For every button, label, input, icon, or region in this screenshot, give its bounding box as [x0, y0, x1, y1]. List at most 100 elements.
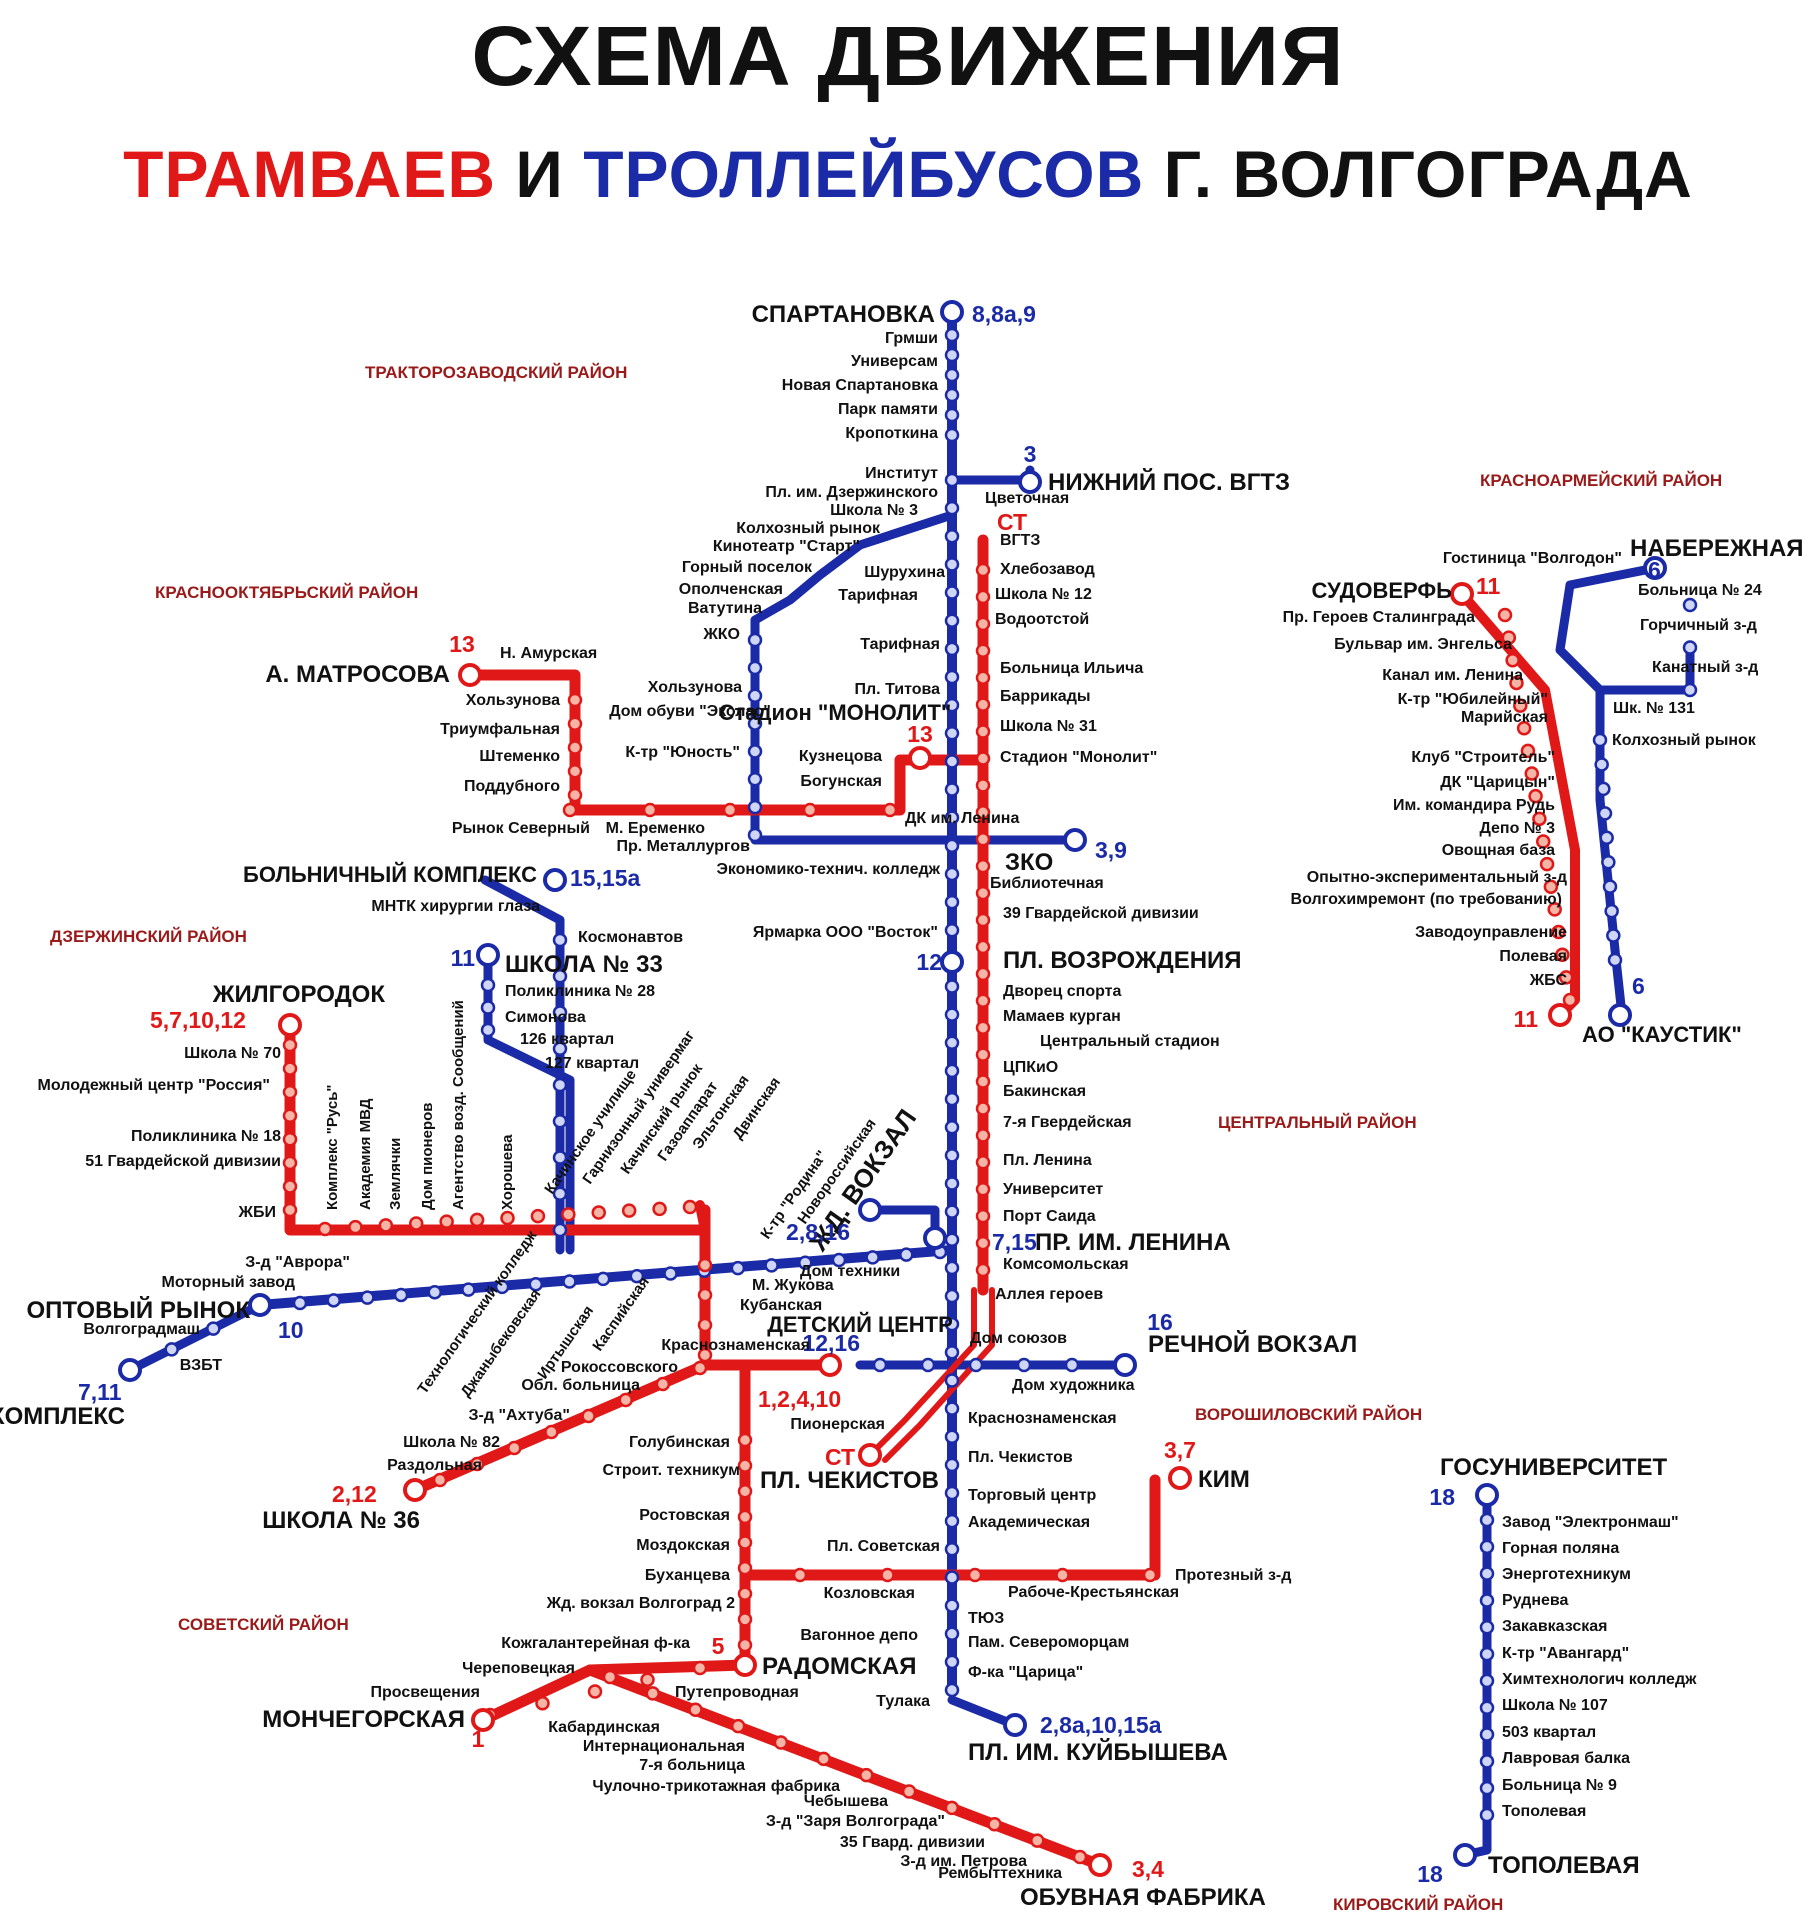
- trolley-stop: [1596, 781, 1611, 797]
- stop-label: Опытно-экспериментальный з-д: [1307, 869, 1567, 886]
- trolley-stop: [747, 799, 763, 815]
- stop-label: Цветочная: [985, 490, 1069, 507]
- tram-stop: [975, 993, 991, 1009]
- stop-label: Депо № 3: [1479, 820, 1555, 837]
- stop-label: Школа № 3: [830, 502, 918, 519]
- tram-stop: [642, 802, 658, 818]
- route-number: 5,7,10,12: [150, 1007, 246, 1033]
- tram-stop: [1539, 856, 1555, 872]
- terminal-marker: [118, 1358, 142, 1382]
- stop-label: Поликлиника № 28: [505, 983, 655, 1000]
- terminal-marker: [858, 1198, 882, 1222]
- tram-stop: [1520, 743, 1536, 759]
- trolley-stop: [944, 347, 960, 363]
- tram-stop: [901, 1784, 917, 1799]
- trolley-stop: [562, 1274, 577, 1289]
- terminal-label: МОНЧЕГОРСКАЯ: [262, 1706, 465, 1733]
- route-number: 10: [278, 1317, 304, 1343]
- route-number: СТ: [825, 1444, 855, 1470]
- stop-label: Дом союзов: [970, 1330, 1067, 1347]
- trolley-stop: [1479, 1673, 1495, 1689]
- trolley-stop: [1479, 1807, 1495, 1823]
- trolley-stop: [1607, 952, 1623, 968]
- tram-stop: [652, 1201, 667, 1217]
- tram-stop: [530, 1208, 546, 1224]
- route-number: 18: [1429, 1484, 1455, 1510]
- terminal-label: РЫБОКОМПЛЕКС: [0, 1403, 125, 1430]
- trolley-stop: [944, 1542, 960, 1557]
- trolley-stop: [427, 1285, 442, 1300]
- trolley-stop: [552, 1077, 568, 1093]
- stop-label: Триумфальная: [440, 721, 560, 738]
- tram-stop: [975, 1262, 991, 1278]
- stop-label: 7-я Гвердейская: [1003, 1114, 1132, 1131]
- terminal-label: РЕЧНОЙ ВОКЗАЛ: [1148, 1330, 1357, 1358]
- trolley-stop: [552, 1005, 568, 1020]
- district-label: ТРАКТОРОЗАВОДСКИЙ РАЙОН: [365, 363, 627, 382]
- stop-label: ДК "Царицын": [1440, 774, 1555, 791]
- trolley-stop: [944, 1401, 960, 1416]
- trolley-stop: [944, 1345, 960, 1360]
- trolley-stop: [944, 529, 960, 544]
- trolley-stop: [494, 1279, 510, 1295]
- terminal-marker: [923, 1226, 947, 1250]
- route-number: 2,12: [332, 1481, 377, 1507]
- stop-label: Голубинская: [629, 1434, 730, 1451]
- stop-label: Бакинская: [1003, 1083, 1086, 1100]
- trolley-stop: [1479, 1646, 1495, 1662]
- tram-stop: [1532, 811, 1547, 827]
- terminal-label: А. МАТРОСОВА: [265, 661, 450, 688]
- terminal-label: ПЛ. ВОЗРОЖДЕНИЯ: [1003, 947, 1242, 974]
- district-label: КИРОВСКИЙ РАЙОН: [1333, 1895, 1503, 1914]
- stop-label: Штеменко: [479, 748, 560, 765]
- trolley-stop: [944, 1204, 960, 1219]
- stop-label: Рынок Северный: [452, 820, 590, 837]
- stop-label: Козловская: [824, 1585, 915, 1602]
- stop-label: Молодежный центр "Россия": [38, 1077, 270, 1094]
- terminal-label: Стадион "МОНОЛИТ": [719, 700, 952, 725]
- stop-label: К-тр "Юбилейный": [1398, 691, 1548, 708]
- stop-label: Поликлиника № 18: [131, 1128, 281, 1145]
- terminal-label: ЖИЛГОРОДОК: [212, 981, 386, 1008]
- tram-stop: [1142, 1567, 1158, 1583]
- stop-label: Пл. Ленина: [1003, 1152, 1092, 1169]
- terminal-marker: [858, 1443, 882, 1467]
- trolley-stop: [944, 472, 960, 488]
- tram-stop: [567, 692, 583, 708]
- tram-stop: [1551, 924, 1566, 940]
- terminal-label: ТОПОЛЕВАЯ: [1488, 1852, 1640, 1879]
- terminal-label: ОБУВНАЯ ФАБРИКА: [1020, 1884, 1266, 1911]
- tram-stop: [1072, 1849, 1088, 1865]
- stop-label: Завод "Электронмаш": [1502, 1514, 1679, 1531]
- stop-label: Ярмарка ООО "Восток": [753, 924, 938, 941]
- tram-stop: [987, 1817, 1002, 1832]
- stop-label: Горный поселок: [682, 559, 813, 576]
- trolley-stop: [944, 697, 960, 713]
- route-number: 11: [1476, 573, 1501, 599]
- tram-stop: [773, 1735, 789, 1750]
- stop-label: Овощная база: [1442, 842, 1555, 859]
- route-number: 12: [916, 949, 942, 975]
- route-number: 6: [1632, 973, 1645, 999]
- stop-label: 51 Гвардейской дивизии: [85, 1153, 281, 1170]
- trolley-stop: [944, 1682, 960, 1698]
- trolley-stop: [1682, 682, 1698, 698]
- terminal-marker: [278, 1013, 302, 1037]
- terminal-marker: [458, 663, 482, 687]
- tram-stop: [544, 1424, 559, 1440]
- trolley-stop: [747, 632, 763, 648]
- route-number: 8,8а,9: [972, 301, 1036, 327]
- stop-label: Пл. Советская: [827, 1538, 940, 1555]
- tram-stop: [975, 1181, 991, 1197]
- tram-stop: [1516, 720, 1532, 736]
- stop-label: Космонавтов: [578, 929, 683, 946]
- tram-stop: [1509, 675, 1524, 691]
- stop-label: Жд. вокзал Волгоград 2: [546, 1595, 735, 1612]
- stop-label: Симонова: [505, 1009, 586, 1026]
- stop-label: Лавровая балка: [1502, 1750, 1630, 1767]
- stop-label: ЖКО: [702, 626, 740, 643]
- route-number: 11: [451, 945, 476, 971]
- stop-label: Дворец спорта: [1003, 983, 1121, 1000]
- trolley-stop: [1682, 640, 1698, 655]
- terminal-label: ДЕТСКИЙ ЦЕНТР: [767, 1312, 953, 1337]
